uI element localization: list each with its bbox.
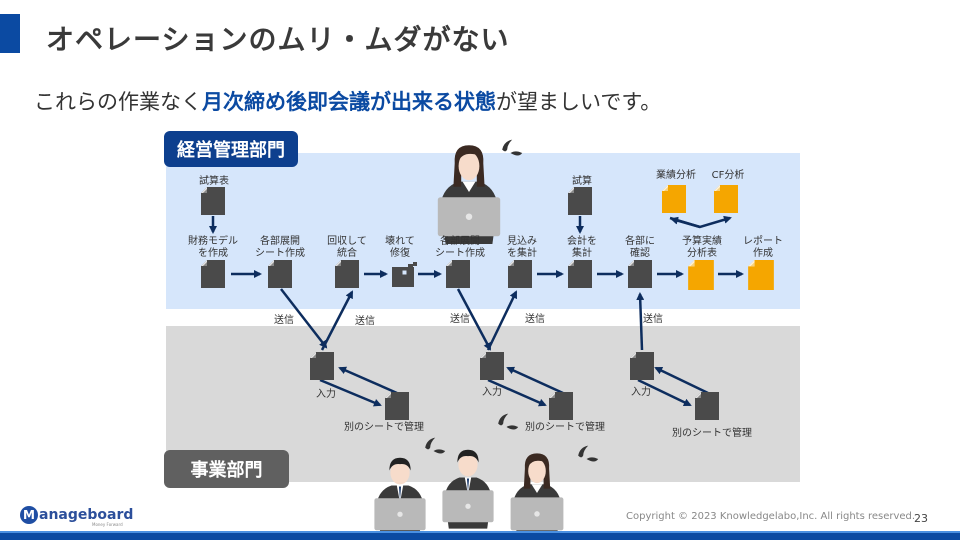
label-report: レポート作成 <box>743 236 783 259</box>
doc-collect <box>335 260 359 288</box>
page-number: 23 <box>914 512 928 525</box>
label-send: 送信 <box>355 316 375 327</box>
label-send: 送信 <box>450 314 470 325</box>
management-dept-badge: 経営管理部門 <box>164 131 298 167</box>
man-laptop-icon <box>442 449 494 529</box>
label-input: 入力 <box>482 387 502 398</box>
label-separate-sheet: 別のシートで管理 <box>525 422 605 433</box>
doc-cf <box>714 185 738 213</box>
label-collect: 回収して統合 <box>327 236 367 259</box>
doc-confirm <box>628 260 652 288</box>
label-input: 入力 <box>316 389 336 400</box>
doc-forecast <box>508 260 532 288</box>
label-broken: 壊れて修復 <box>385 236 415 259</box>
label-separate-sheet: 別のシートで管理 <box>672 428 752 439</box>
doc-accounting <box>568 260 592 288</box>
label-trial-calc: 試算 <box>572 176 592 187</box>
label-send: 送信 <box>643 314 663 325</box>
doc-separate-2 <box>549 392 573 420</box>
doc-trial-balance <box>201 187 225 215</box>
doc-financial-model <box>201 260 225 288</box>
label-performance: 業績分析 <box>656 170 696 181</box>
footer-line <box>0 533 960 540</box>
doc-input-1 <box>310 352 334 380</box>
label-trial-balance: 試算表 <box>199 176 229 187</box>
lead-mid: が <box>370 90 391 114</box>
label-budget: 予算実績分析表 <box>682 236 722 259</box>
sweat-icon <box>578 445 599 462</box>
logo-text: anageboard <box>39 507 134 523</box>
label-financial-model: 財務モデルを作成 <box>188 236 238 259</box>
sweat-icon <box>425 437 446 454</box>
copyright: Copyright © 2023 Knowledgelabo,Inc. All … <box>626 511 916 522</box>
label-separate-sheet: 別のシートで管理 <box>344 422 424 433</box>
doc-report <box>748 260 774 290</box>
doc-dept-sheet-a <box>268 260 292 288</box>
manageboard-logo: M anageboard <box>20 506 133 524</box>
doc-performance <box>662 185 686 213</box>
logo-subtext: Money Forward <box>92 522 123 527</box>
label-forecast: 見込みを集計 <box>507 236 537 259</box>
sweat-icon <box>502 139 523 156</box>
logo-mark: M <box>20 506 38 524</box>
label-cf: CF分析 <box>711 170 745 181</box>
man-laptop-icon <box>374 457 426 537</box>
flow-arrows <box>209 215 744 407</box>
woman-laptop-icon <box>510 453 564 537</box>
business-dept-badge: 事業部門 <box>164 450 289 488</box>
broken-doc-icon <box>392 262 417 287</box>
doc-separate-1 <box>385 392 409 420</box>
label-accounting: 会計を集計 <box>567 236 597 259</box>
label-input: 入力 <box>631 387 651 398</box>
doc-budget <box>688 260 714 290</box>
footer-line-light <box>0 531 960 533</box>
lead-prefix: これらの作業なく <box>34 90 202 114</box>
page-title: オペレーションのムリ・ムダがない <box>46 23 510 56</box>
label-send: 送信 <box>525 314 545 325</box>
doc-input-3 <box>630 352 654 380</box>
label-dept-sheet-a: 各部展開シート作成 <box>255 236 305 259</box>
doc-dept-sheet-b <box>446 260 470 288</box>
lead-text: これらの作業なく月次締め後即会議が出来る状態が望ましいです。 <box>34 86 661 116</box>
lead-highlight-2: 出来る状態 <box>391 90 496 114</box>
label-confirm: 各部に確認 <box>625 236 655 259</box>
lead-suffix: が望ましいです。 <box>496 90 662 114</box>
title-accent-bar <box>0 14 20 53</box>
doc-separate-3 <box>695 392 719 420</box>
label-dept-sheet-b: 各部展開シート作成 <box>435 236 485 259</box>
woman-laptop-icon <box>437 145 501 244</box>
lead-highlight-1: 月次締め後即会議 <box>202 90 370 114</box>
sweat-icon <box>498 413 519 430</box>
label-send: 送信 <box>274 315 294 326</box>
doc-trial-calc <box>568 187 592 215</box>
doc-input-2 <box>480 352 504 380</box>
